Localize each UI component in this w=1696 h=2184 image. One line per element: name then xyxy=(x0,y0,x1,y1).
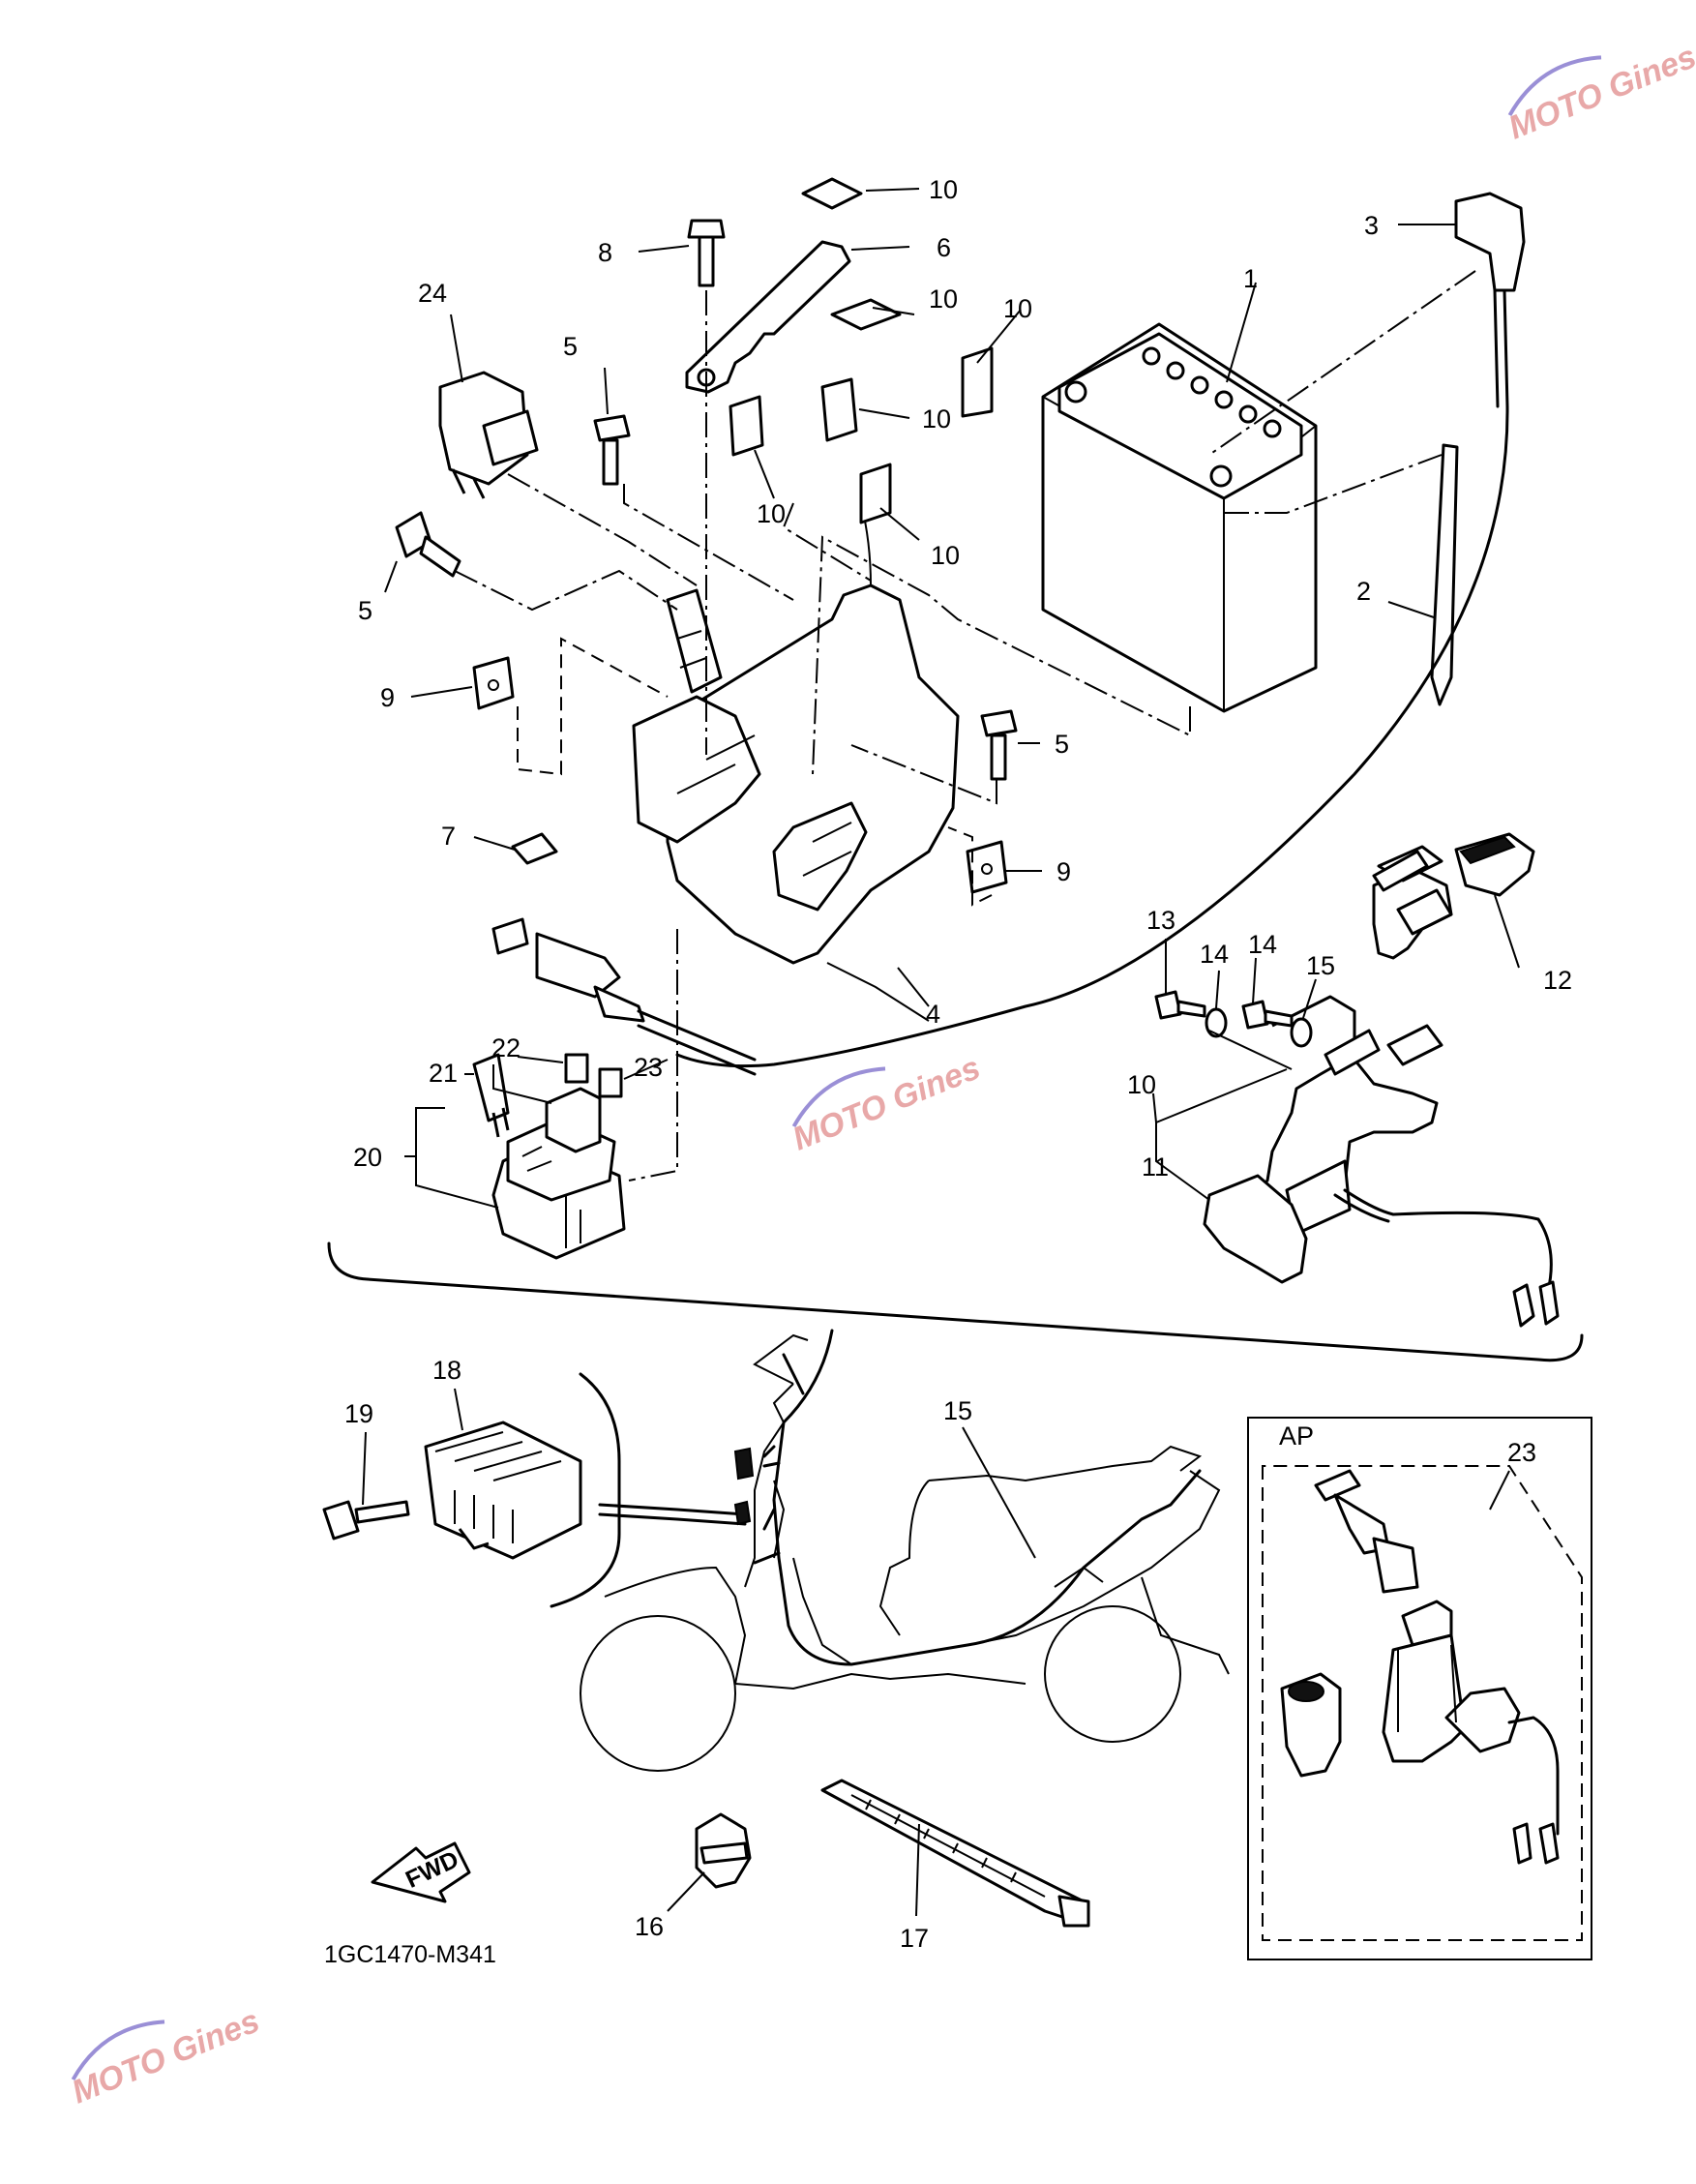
watermark-text: MOTO Gines xyxy=(788,1049,986,1157)
callout-25: 24 xyxy=(418,279,447,308)
fuse-part-22 xyxy=(472,1053,510,1138)
watermark-logo-top: MOTO Gines xyxy=(1503,38,1696,146)
bolt-part-5-upper xyxy=(593,414,631,486)
callout-15-right: 15 xyxy=(1306,951,1335,980)
callout-11: 10 xyxy=(1127,1070,1156,1099)
watermark-text: MOTO Gines xyxy=(67,2002,265,2110)
harness-bracket-left xyxy=(550,1372,621,1608)
damper-pads-part-10 xyxy=(729,177,994,524)
battery-part-1 xyxy=(1041,322,1318,713)
callout-10-d: 10 xyxy=(922,404,951,434)
nut-part-7 xyxy=(511,832,558,865)
callout-20: 19 xyxy=(344,1399,373,1428)
forward-arrow-icon: FWD xyxy=(371,1841,471,1903)
callout-10-b: 10 xyxy=(929,284,958,314)
terminal-cover-part-3 xyxy=(675,192,1526,1068)
bolt-part-8 xyxy=(687,219,726,287)
callout-13: 12 xyxy=(1543,966,1572,995)
main-switch-key-part-11 xyxy=(1372,850,1453,936)
screw-part-14-right xyxy=(1241,1000,1294,1030)
callout-9-right: 9 xyxy=(1056,857,1071,886)
watermark-logo-bottom: MOTO Gines xyxy=(67,2002,265,2110)
callout-23-lower: 23 xyxy=(634,1053,663,1082)
rectifier-regulator-part-19 xyxy=(424,1421,582,1560)
callout-19: 18 xyxy=(432,1356,461,1385)
pad-part-9-left xyxy=(472,656,515,710)
scooter-outline xyxy=(580,1333,1230,1772)
callout-4: 4 xyxy=(926,1000,940,1029)
bolt-part-20 xyxy=(322,1500,410,1541)
callout-9-left: 9 xyxy=(380,683,395,712)
callout-10-e: 10 xyxy=(757,499,786,528)
wire-harness-part-16 xyxy=(733,1329,1202,1666)
callout-8: 8 xyxy=(598,238,612,267)
washer-part-15-right xyxy=(1290,1017,1313,1048)
cable-tie-part-18 xyxy=(820,1779,1090,1928)
callout-18: 17 xyxy=(900,1924,929,1953)
callout-16: 15 xyxy=(943,1396,972,1425)
callout-23-upper: 22 xyxy=(491,1033,521,1062)
callout-15-left: 14 xyxy=(1200,940,1229,969)
callout-17: 16 xyxy=(635,1912,664,1941)
bolt-part-5-left xyxy=(395,511,461,578)
wire-lead-to-relay xyxy=(491,917,757,1076)
callout-22: 21 xyxy=(429,1059,458,1088)
callout-7: 7 xyxy=(441,822,456,851)
callout-14-right: 14 xyxy=(1248,930,1277,959)
callout-10-f: 10 xyxy=(931,541,960,570)
screw-part-14-left xyxy=(1154,990,1206,1020)
callout-3: 3 xyxy=(1364,211,1379,240)
callout-12: 11 xyxy=(1142,1152,1169,1182)
leader-lines xyxy=(362,188,1520,1917)
callout-1: 1 xyxy=(1243,264,1258,293)
callout-10-a: 10 xyxy=(929,175,958,204)
callout-5-left: 5 xyxy=(358,596,372,625)
battery-box-part-4 xyxy=(632,502,960,1022)
callout-14-left: 13 xyxy=(1146,906,1175,935)
watermark-text: MOTO Gines xyxy=(1503,38,1696,146)
relay-part-25 xyxy=(438,371,698,586)
callout-5-upper: 5 xyxy=(563,332,578,361)
bolt-part-5-right xyxy=(980,709,1018,781)
washer-part-15-left xyxy=(1205,1007,1228,1038)
inset-key-set-part-24 xyxy=(1247,1417,1592,1960)
clamp-part-17 xyxy=(695,1812,752,1889)
fuse-part-23 xyxy=(564,1053,623,1098)
callout-6: 6 xyxy=(937,233,951,262)
diagram-code: 1GC1470-M341 xyxy=(324,1941,496,1968)
callout-24: 23 xyxy=(1507,1438,1536,1467)
cap-part-13 xyxy=(1454,832,1535,897)
section-divider xyxy=(327,1242,1584,1362)
callout-labels: 1 2 3 4 5 5 5 6 7 8 9 9 10 10 10 10 10 1… xyxy=(324,175,1572,1968)
starter-relay-part-21 xyxy=(491,1087,626,1260)
pad-part-9-right xyxy=(966,840,1008,894)
callout-2: 2 xyxy=(1356,577,1371,606)
callout-10-c: 10 xyxy=(1003,294,1032,323)
callout-21: 20 xyxy=(353,1143,382,1172)
inset-label-ap: AP xyxy=(1279,1421,1314,1451)
callout-5-right: 5 xyxy=(1055,730,1069,759)
watermark-logo-middle: MOTO Gines xyxy=(788,1049,986,1157)
cover-part-12 xyxy=(1203,1174,1308,1284)
